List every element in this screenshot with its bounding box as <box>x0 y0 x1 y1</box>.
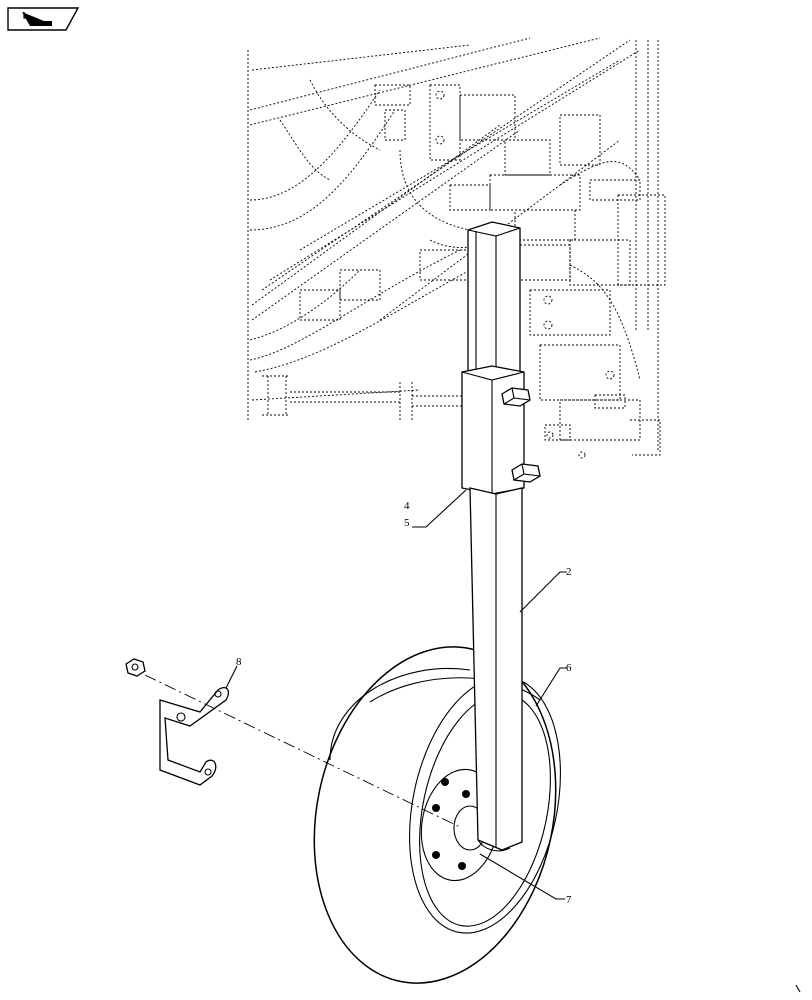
bracket <box>159 686 230 786</box>
wheel-hub <box>420 768 500 882</box>
callout-2: 2 <box>566 566 572 578</box>
previous-page-arrow-icon <box>22 12 52 26</box>
callout-7: 7 <box>566 894 572 906</box>
callout-5: 5 <box>404 517 410 529</box>
caster-wheel-tire <box>313 646 561 984</box>
nav-button[interactable] <box>7 7 80 31</box>
callout-4: 4 <box>404 500 410 512</box>
callout-8: 8 <box>236 656 242 668</box>
callout-6: 6 <box>566 662 572 674</box>
nut <box>125 658 146 677</box>
machine-frame-phantom <box>247 37 666 459</box>
sleeve-bolt-upper <box>501 387 531 407</box>
edge-mark <box>795 984 801 993</box>
leader-lines <box>225 489 567 900</box>
sleeve-bolt-lower <box>511 463 541 483</box>
upper-square-tube <box>467 221 521 381</box>
assembly-centerline <box>144 674 463 829</box>
caster-leg <box>469 487 523 852</box>
